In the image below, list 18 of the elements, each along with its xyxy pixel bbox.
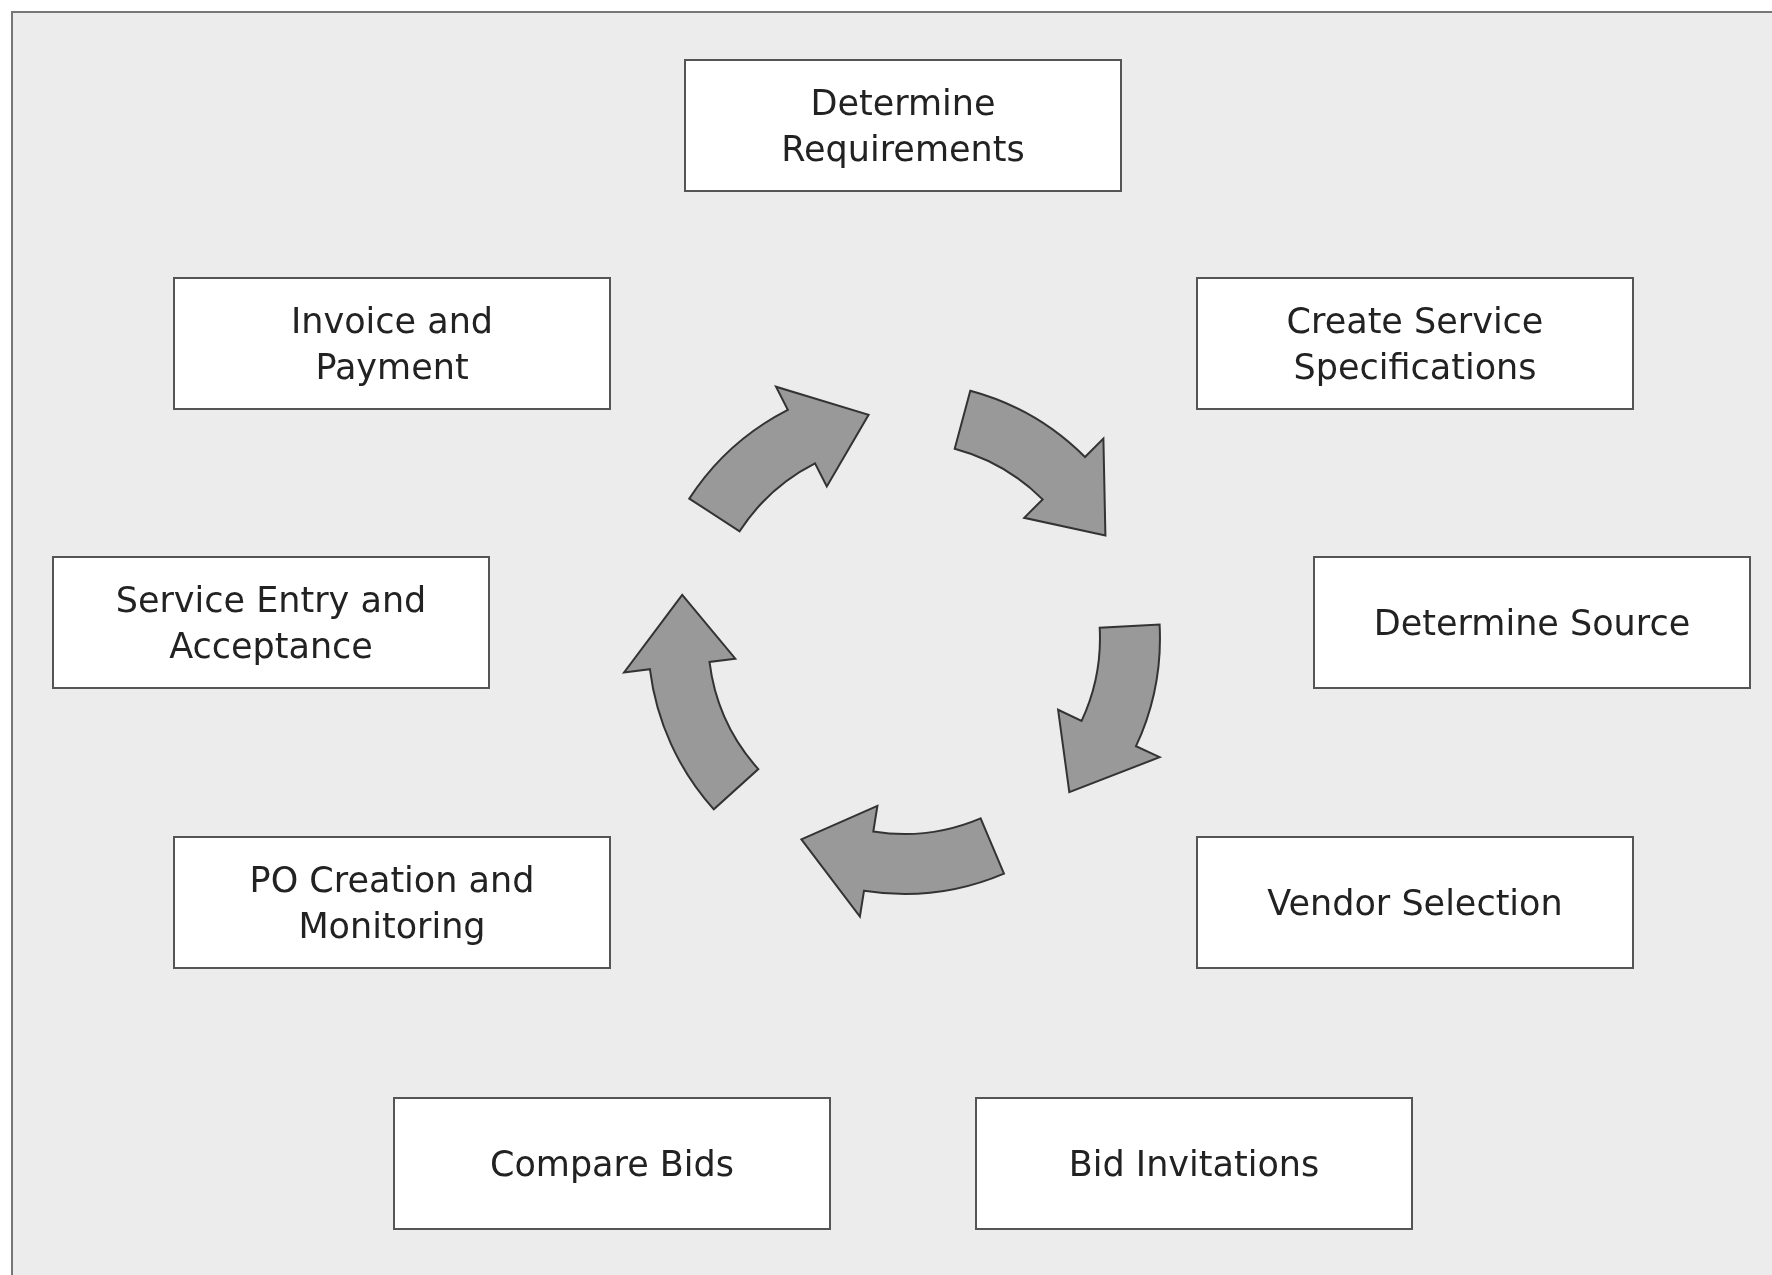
process-box: [1196, 836, 1634, 969]
box-label: PO Creation and Monitoring: [248, 858, 536, 948]
process-box: [975, 1097, 1413, 1230]
box-label: Determine Source: [1373, 601, 1691, 645]
box-label: Bid Invitations: [1068, 1142, 1320, 1186]
box-label: Invoice and Payment: [289, 299, 495, 389]
process-box: [393, 1097, 831, 1230]
process-box: [1313, 556, 1751, 689]
box-label: Compare Bids: [489, 1142, 735, 1186]
box-label: Create Service Specifications: [1285, 299, 1545, 389]
box-label: Vendor Selection: [1267, 881, 1563, 925]
process-box: [173, 836, 611, 969]
process-box: [1196, 277, 1634, 410]
process-box: [52, 556, 490, 689]
box-label: Determine Requirements: [780, 81, 1026, 171]
process-box: [173, 277, 611, 410]
box-label: Service Entry and Acceptance: [114, 578, 428, 668]
process-box: [684, 59, 1122, 192]
